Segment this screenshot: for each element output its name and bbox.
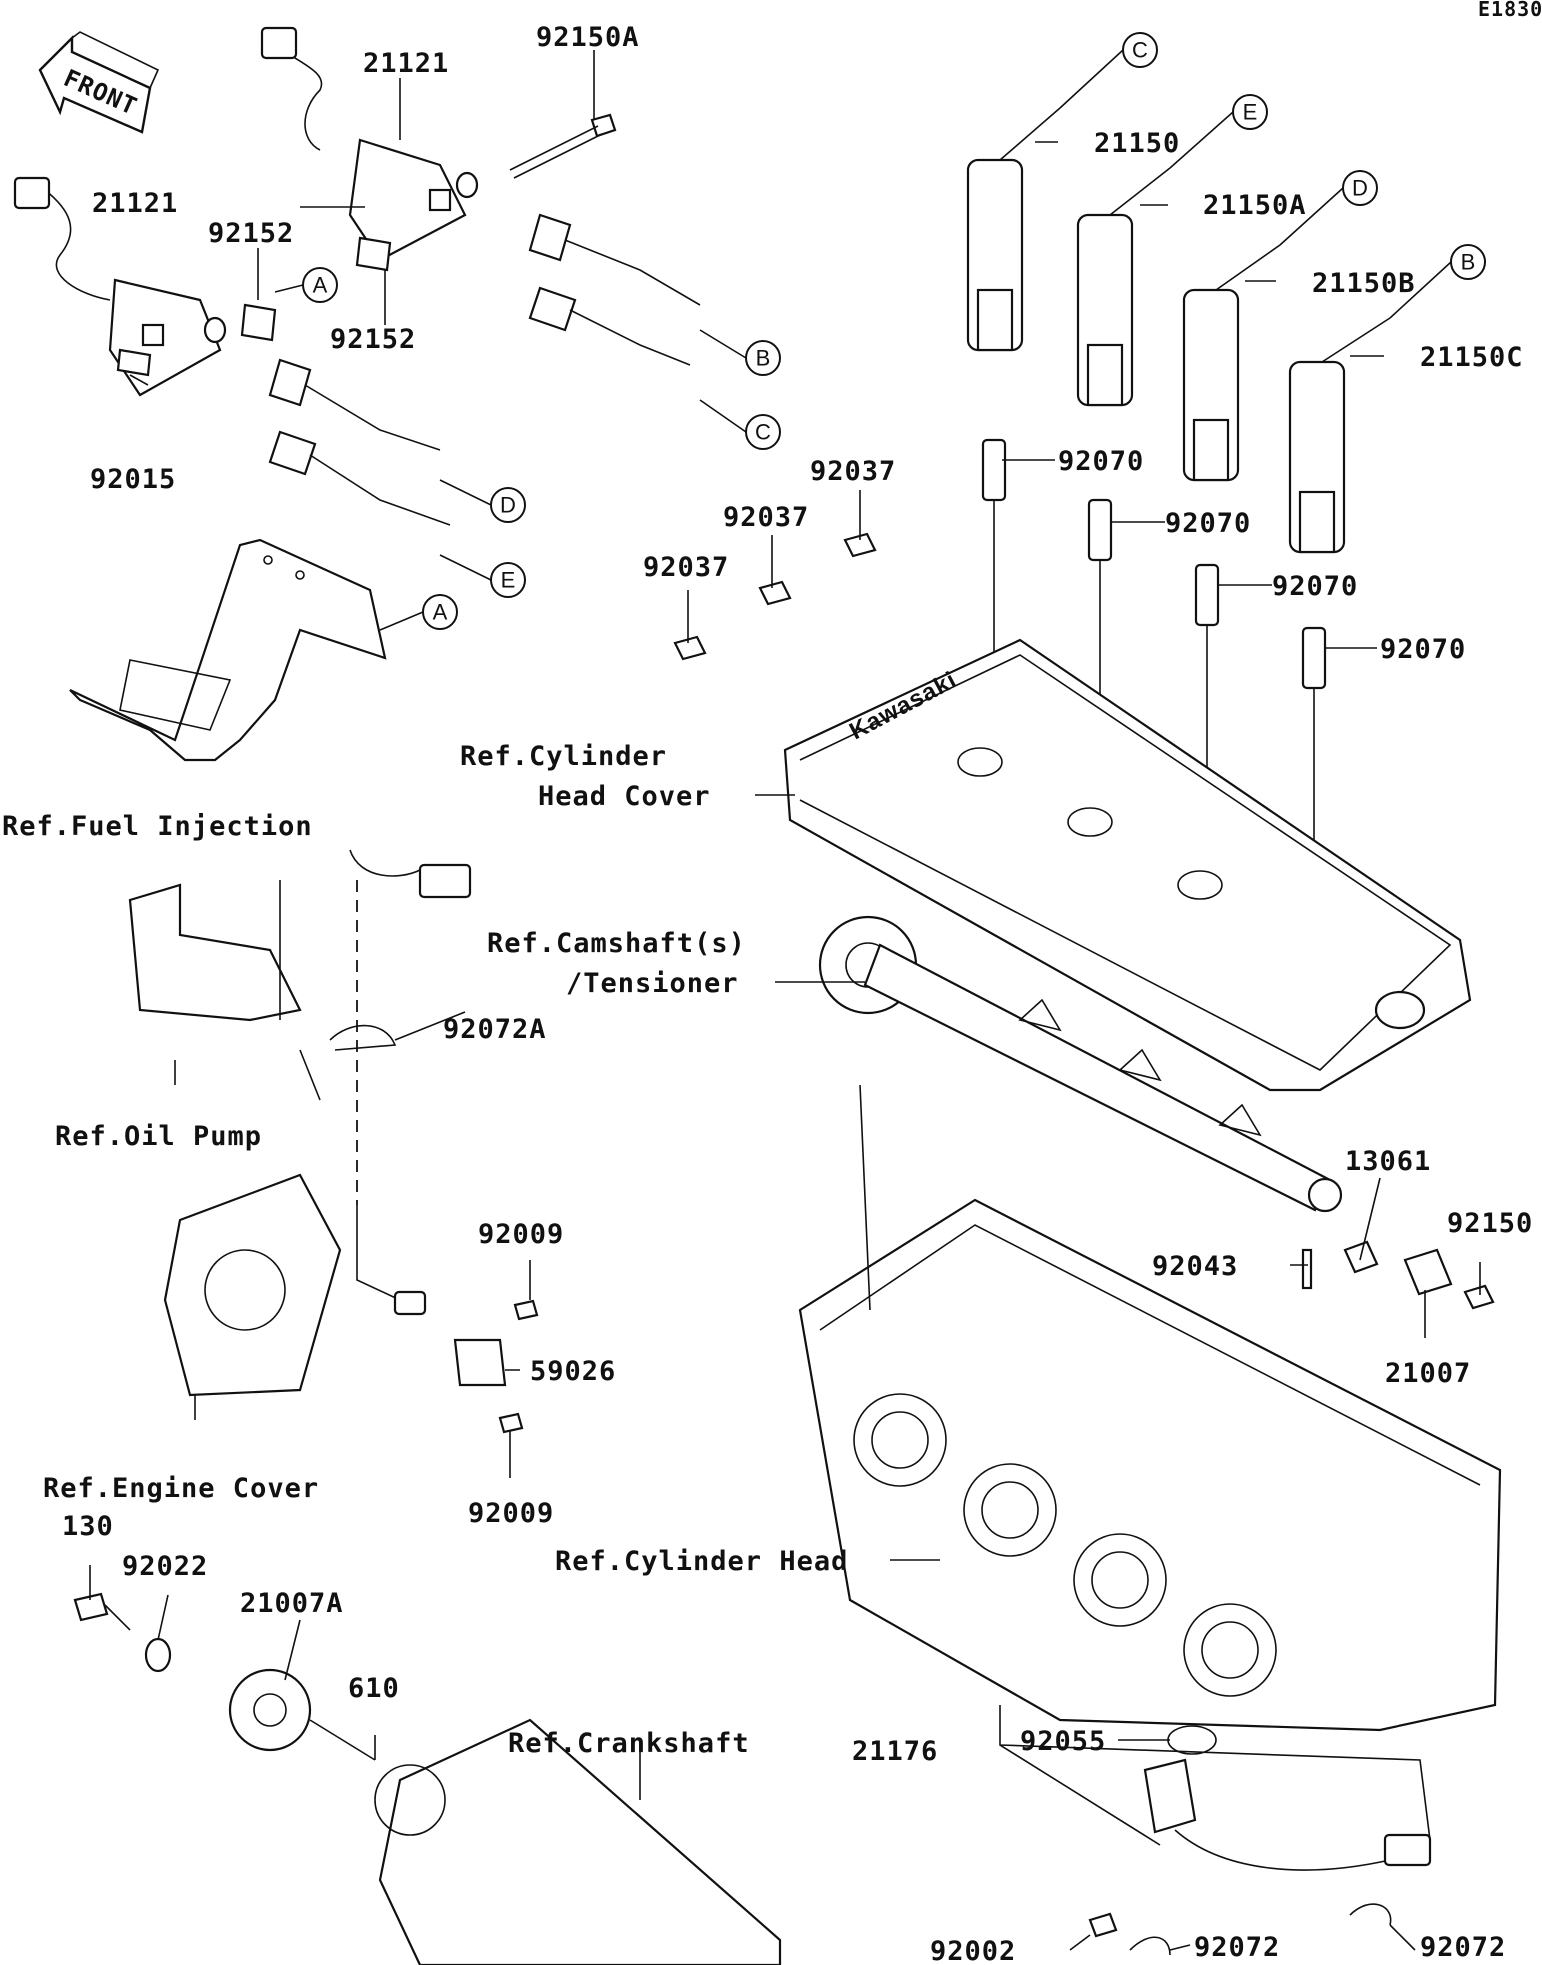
label-bolt-long: 92150A — [536, 22, 640, 53]
band-clamp-icon — [329, 1024, 397, 1051]
timing-rotor-icon — [228, 1668, 312, 1752]
label-band-clamp: 92072A — [443, 1014, 547, 1045]
label-pin: 610 — [348, 1673, 400, 1704]
ref-cylinder-head-cover-line2: Head Cover — [538, 781, 711, 812]
ref-engine-cover: Ref.Engine Cover — [43, 1473, 319, 1504]
label-plug-cap-3: 21150B — [1312, 268, 1416, 299]
label-screw-lower: 92009 — [468, 1498, 554, 1529]
camshaft — [818, 915, 1343, 1213]
cam-bolt-icon — [1463, 1284, 1495, 1310]
svg-text:C: C — [1132, 38, 1148, 63]
callout-e-coil: E — [490, 562, 526, 598]
callout-a-coil: A — [302, 267, 338, 303]
svg-text:D: D — [1352, 176, 1368, 201]
clamp-icon — [673, 532, 877, 661]
svg-text:C: C — [755, 420, 771, 445]
screw-icon — [498, 1299, 539, 1434]
sensor-bolt-icon — [1088, 1912, 1118, 1938]
plug-cap-4 — [1288, 317, 1391, 554]
bolt-icon — [73, 1592, 131, 1631]
label-crank-sensor: 59026 — [530, 1356, 616, 1387]
label-spacer-b: 92152 — [330, 324, 416, 355]
ref-oil-pump: Ref.Oil Pump — [55, 1121, 262, 1152]
svg-text:E: E — [1243, 100, 1258, 125]
label-clamp-a: 92072 — [1194, 1932, 1280, 1963]
ignition-coil-front — [13, 176, 451, 526]
washer-icon — [144, 1637, 172, 1673]
svg-text:D: D — [500, 493, 516, 518]
ignition-coil-rear — [260, 26, 701, 366]
label-spark-plug-3: 92070 — [1272, 571, 1358, 602]
label-spark-plug-2: 92070 — [1165, 508, 1251, 539]
label-clamp-3: 92037 — [643, 552, 729, 583]
crank-sensor — [356, 1205, 507, 1387]
spark-plug-4 — [1301, 626, 1327, 900]
label-cam-sensor-coupler: 13061 — [1345, 1146, 1431, 1177]
ref-crankshaft: Ref.Crankshaft — [508, 1728, 750, 1759]
callout-c-coil: C — [745, 414, 781, 450]
label-plug-cap-1: 21150 — [1094, 128, 1180, 159]
ref-cylinder-head: Ref.Cylinder Head — [555, 1546, 848, 1577]
label-sensor-bolt: 92002 — [930, 1936, 1016, 1965]
long-bolt-icon — [509, 113, 617, 179]
label-cam-rotor: 21007 — [1385, 1358, 1471, 1389]
cam-pin-icon — [1301, 1248, 1313, 1290]
label-screw-upper: 92009 — [478, 1219, 564, 1250]
cylinder-head-cover: Kawasaki — [783, 638, 1472, 1092]
callout-a-bracket: A — [422, 594, 458, 630]
cam-rotor-icon — [1403, 1248, 1453, 1296]
spacer-icon — [116, 236, 392, 377]
callout-c-top: C — [1122, 32, 1158, 68]
callout-b-top: B — [1450, 244, 1486, 280]
label-cam-pin: 92043 — [1152, 1251, 1238, 1282]
ref-camshaft-line1: Ref.Camshaft(s) — [487, 928, 746, 959]
callout-e-top: E — [1232, 94, 1268, 130]
svg-text:A: A — [313, 273, 328, 298]
label-washer: 92022 — [122, 1551, 208, 1582]
label-clamp-1: 92037 — [810, 456, 896, 487]
ref-camshaft-line2: /Tensioner — [566, 968, 739, 999]
label-coil-front: 21121 — [92, 188, 178, 219]
cam-sensor — [1143, 1725, 1432, 1871]
ref-fuel-injection: Ref.Fuel Injection — [2, 811, 313, 842]
fuel-injection-bracket — [69, 538, 387, 762]
label-spark-plug-1: 92070 — [1058, 446, 1144, 477]
pin-icon — [309, 1719, 376, 1761]
svg-text:B: B — [1461, 250, 1476, 275]
callout-d-top: D — [1342, 170, 1378, 206]
cylinder-head — [798, 1198, 1502, 1732]
label-cam-sensor: 21176 — [852, 1736, 938, 1767]
crankshaft — [374, 1718, 782, 1965]
label-plug-cap-2: 21150A — [1203, 190, 1307, 221]
label-clamp-b: 92072 — [1420, 1932, 1506, 1963]
diagram-code: E1830 — [1478, 0, 1542, 21]
label-cam-rotor-bolt: 130 — [62, 1511, 114, 1542]
wire-clamp-icon — [1129, 1903, 1392, 1956]
svg-text:E: E — [501, 568, 516, 593]
label-plug-cap-4: 21150C — [1420, 342, 1524, 373]
label-clamp-2: 92037 — [723, 502, 809, 533]
front-arrow-icon: FRONT — [38, 31, 160, 134]
callout-b-coil: B — [745, 340, 781, 376]
label-coil-rear: 21121 — [363, 48, 449, 79]
label-spark-plug-4: 92070 — [1380, 634, 1466, 665]
label-timing-rotor: 21007A — [240, 1588, 344, 1619]
svg-text:A: A — [433, 600, 448, 625]
label-o-ring: 92055 — [1020, 1726, 1106, 1757]
plug-cap-3 — [1182, 244, 1281, 482]
label-cam-bolt: 92150 — [1447, 1208, 1533, 1239]
plug-cap-1 — [966, 107, 1061, 352]
ref-cylinder-head-cover-line1: Ref.Cylinder — [460, 741, 667, 772]
svg-text:B: B — [756, 346, 771, 371]
plug-cap-2 — [1076, 167, 1171, 407]
callout-d-coil: D — [490, 487, 526, 523]
label-spacer-a: 92152 — [208, 218, 294, 249]
oil-pump-bracket — [128, 849, 472, 1101]
engine-cover — [163, 1173, 342, 1397]
label-nut: 92015 — [90, 464, 176, 495]
